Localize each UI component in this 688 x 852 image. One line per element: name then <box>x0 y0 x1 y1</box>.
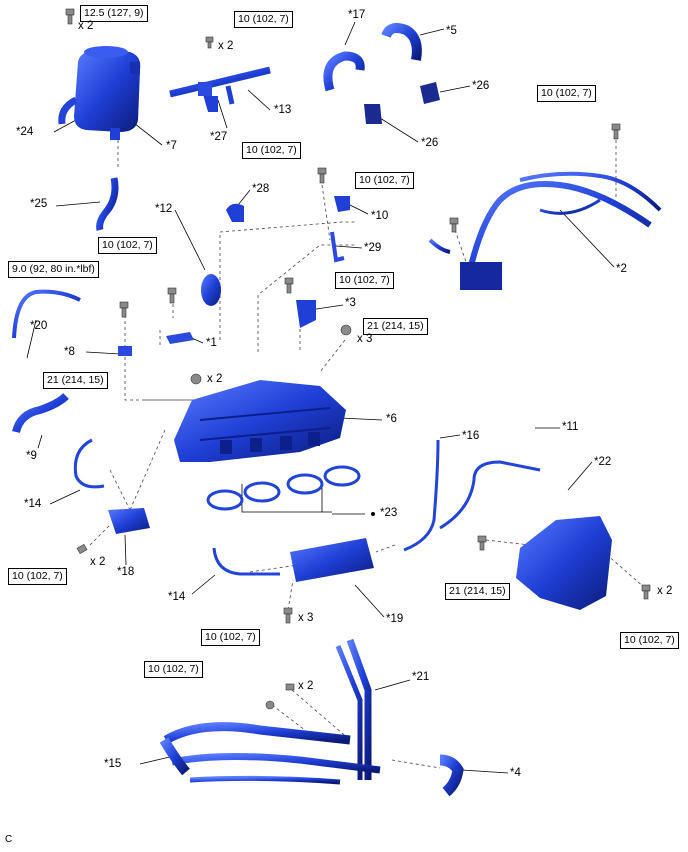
qty-cover-22: x 2 <box>657 585 673 597</box>
hose-25 <box>96 177 119 231</box>
gaskets-23 <box>206 465 361 511</box>
label-13: *13 <box>274 104 292 116</box>
label-12: *12 <box>155 203 173 215</box>
label-9: *9 <box>26 450 37 462</box>
label-2: *2 <box>616 263 627 275</box>
intake-manifold <box>174 380 346 462</box>
torque-manifold-left: 21 (214, 15) <box>43 372 108 389</box>
qty-pipe-21: x 2 <box>298 680 314 692</box>
label-24: *24 <box>16 126 34 138</box>
wire-harness <box>428 171 662 290</box>
hose-5 <box>381 23 422 61</box>
valve-18 <box>108 508 150 534</box>
label-26b: *26 <box>421 137 439 149</box>
hose-20 <box>12 289 81 339</box>
qty-manifold-right: x 3 <box>357 333 373 345</box>
label-1: *1 <box>206 337 217 349</box>
canister-19 <box>290 538 374 582</box>
hose-17 <box>323 51 365 92</box>
label-14b: *14 <box>168 591 186 603</box>
torque-manifold-right: 21 (214, 15) <box>363 318 428 335</box>
clip-26b <box>364 104 382 124</box>
qty-reservoir: x 2 <box>78 20 94 32</box>
part-29 <box>330 231 345 263</box>
torque-canister-19: 10 (102, 7) <box>201 629 260 646</box>
label-17: *17 <box>348 9 366 21</box>
hose-14a <box>73 438 105 489</box>
sensor-8 <box>118 346 132 356</box>
hose-9 <box>12 393 69 434</box>
label-27: *27 <box>210 131 228 143</box>
sensor-1 <box>166 332 194 344</box>
label-16: *16 <box>462 430 480 442</box>
hose-16 <box>403 439 440 552</box>
torque-sensor-1: 10 (102, 7) <box>98 237 157 254</box>
torque-cover-22-right: 10 (102, 7) <box>620 632 679 649</box>
label-11: *11 <box>562 421 579 433</box>
label-28: *28 <box>252 183 270 195</box>
hose-4 <box>439 754 464 797</box>
part-12 <box>201 274 221 306</box>
hose-15 <box>159 737 190 776</box>
bracket-10 <box>334 196 350 212</box>
torque-bracket-10: 10 (102, 7) <box>242 142 301 159</box>
qty-valve-18: x 2 <box>90 556 106 568</box>
label-4: *4 <box>510 767 521 779</box>
reservoir-tank <box>58 46 141 140</box>
torque-bracket-3: 10 (102, 7) <box>335 272 394 289</box>
bracket-3 <box>296 300 316 328</box>
torque-valve-18: 10 (102, 7) <box>8 568 67 585</box>
pipe-13 <box>169 66 271 111</box>
label-29: *29 <box>364 242 382 254</box>
qty-canister-19: x 3 <box>298 612 314 624</box>
label-21: *21 <box>412 671 430 683</box>
cover-22 <box>516 516 612 610</box>
label-18: *18 <box>117 566 135 578</box>
torque-harness-mid: 10 (102, 7) <box>355 172 414 189</box>
torque-pipe-21: 10 (102, 7) <box>144 661 203 678</box>
label-10: *10 <box>371 210 389 222</box>
torque-pipe-13: 10 (102, 7) <box>234 11 293 28</box>
label-14a: *14 <box>24 498 42 510</box>
bolts <box>65 8 651 710</box>
bracket-27 <box>208 96 218 112</box>
qty-manifold-left: x 2 <box>207 373 223 385</box>
label-8: *8 <box>64 346 75 358</box>
hose-14b <box>212 547 280 576</box>
label-25: *25 <box>30 198 48 210</box>
label-22: *22 <box>594 456 612 468</box>
label-5: *5 <box>446 25 457 37</box>
torque-reservoir: 12.5 (127, 9) <box>80 5 148 22</box>
figure-code: C <box>5 834 13 845</box>
qty-pipe-13: x 2 <box>218 40 234 52</box>
label-3: *3 <box>345 297 356 309</box>
label-19: *19 <box>386 613 404 625</box>
water-pipes-21 <box>163 638 381 785</box>
label-23: *23 <box>380 507 398 519</box>
part-28 <box>226 203 244 222</box>
label-20: *20 <box>30 320 48 332</box>
label-6: *6 <box>386 413 397 425</box>
label-15: *15 <box>104 758 122 770</box>
torque-cover-22-left: 21 (214, 15) <box>445 583 510 600</box>
label-26a: *26 <box>472 80 490 92</box>
hose-11 <box>439 460 541 530</box>
label-7: *7 <box>166 140 177 152</box>
torque-harness-right: 10 (102, 7) <box>537 85 596 102</box>
torque-sensor-8: 9.0 (92, 80 in.*lbf) <box>8 261 99 278</box>
clip-26a <box>420 82 440 104</box>
